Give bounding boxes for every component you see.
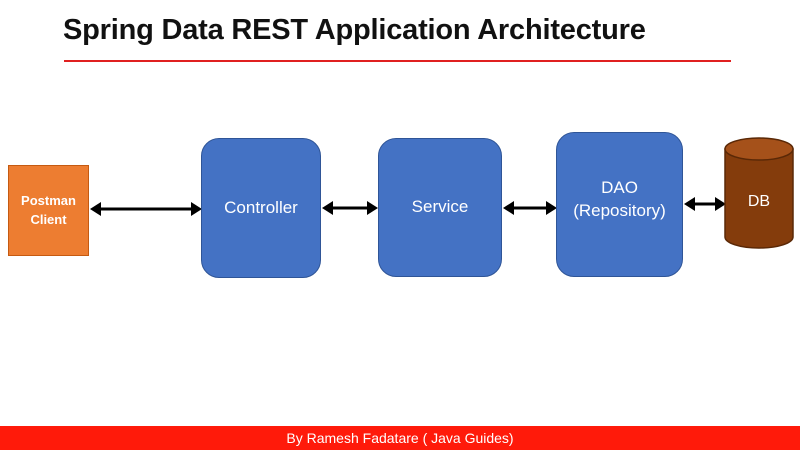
database-icon	[724, 137, 794, 249]
service-label: Service	[411, 197, 469, 217]
postman-client-box: Postman Client	[8, 165, 89, 256]
controller-box: Controller	[201, 138, 321, 278]
footer-bar: By Ramesh Fadatare ( Java Guides)	[0, 426, 800, 450]
slide-title: Spring Data REST Application Architectur…	[63, 14, 646, 46]
dao-label-line1: DAO	[601, 177, 638, 197]
arrow-controller-service	[322, 201, 378, 215]
arrow-dao-db	[684, 197, 726, 211]
client-label-line2: Client	[30, 211, 67, 227]
dao-repository-box: DAO (Repository)	[556, 132, 683, 277]
arrow-client-controller	[90, 202, 202, 216]
service-box: Service	[378, 138, 502, 277]
footer-credit: By Ramesh Fadatare ( Java Guides)	[286, 430, 514, 446]
dao-label-line2: (Repository)	[573, 200, 666, 220]
title-underline	[64, 60, 731, 62]
arrow-service-dao	[503, 201, 557, 215]
client-label-line1: Postman	[21, 192, 76, 208]
db-label: DB	[747, 193, 771, 210]
database-cylinder: DB	[724, 137, 794, 249]
controller-label: Controller	[224, 197, 298, 217]
